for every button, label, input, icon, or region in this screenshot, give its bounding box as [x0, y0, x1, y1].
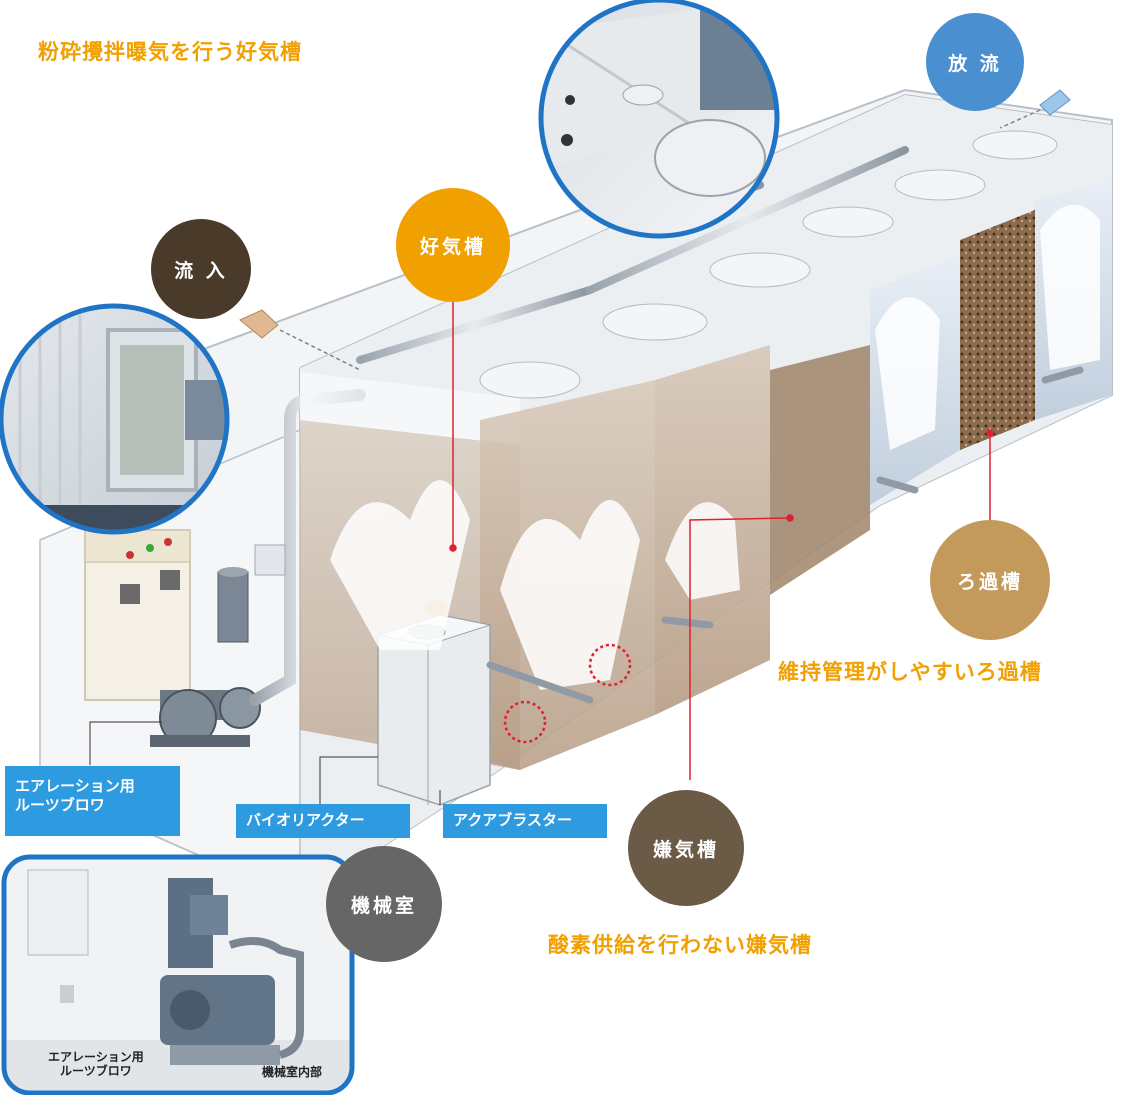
tank-top-photo	[541, 0, 777, 236]
anaerobic-badge: 嫌気槽	[628, 790, 744, 906]
photo-blower-label: エアレーション用 ルーツブロワ	[48, 1050, 144, 1078]
outflow-badge: 放 流	[926, 13, 1024, 111]
machine-room-badge: 機械室	[326, 846, 442, 962]
blower-label-line1: エアレーション用	[15, 777, 135, 795]
filter-badge: ろ過槽	[930, 520, 1050, 640]
anaerobic-caption: 酸素供給を行わない嫌気槽	[548, 933, 812, 957]
diffuser-highlight-1	[503, 700, 547, 744]
label-leaders	[89, 721, 441, 805]
leader-lines	[449, 300, 994, 780]
aeration-bubbles	[330, 204, 1100, 690]
inflow-arrow-icon	[239, 309, 361, 371]
diffuser-highlight-2	[588, 643, 632, 687]
photo-room-interior-label: 機械室内部	[262, 1065, 323, 1079]
filter-caption: 維持管理がしやすいろ過槽	[778, 660, 1042, 684]
aquablaster-label: アクアブラスター	[443, 804, 607, 838]
blower-label: エアレーション用 ルーツブロワ	[5, 766, 180, 836]
photo-blower-line2: ルーツブロワ	[60, 1064, 132, 1078]
outflow-arrow-icon	[999, 89, 1071, 129]
inflow-badge: 流 入	[151, 219, 251, 319]
photo-blower-line1: エアレーション用	[48, 1050, 144, 1064]
bioreactor-label: バイオリアクター	[236, 804, 410, 838]
aerobic-caption: 粉砕攪拌曝気を行う好気槽	[38, 40, 302, 64]
blower-label-line2: ルーツブロワ	[15, 796, 105, 814]
machine-room-photo	[4, 857, 352, 1093]
aerobic-badge: 好気槽	[396, 188, 510, 302]
diffuser-pipes	[486, 366, 1084, 704]
